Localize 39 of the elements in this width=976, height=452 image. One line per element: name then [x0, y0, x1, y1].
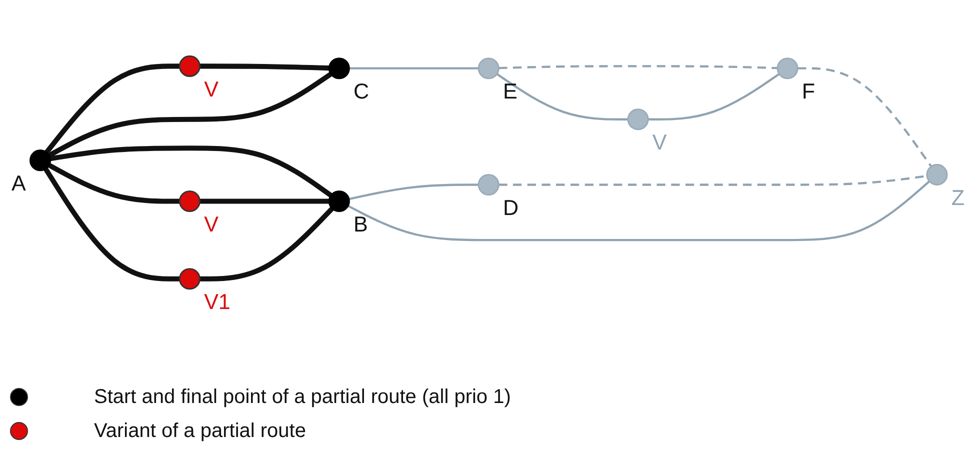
- route-point: [776, 58, 798, 80]
- point-label: A: [12, 170, 26, 196]
- route-line: [200, 206, 334, 282]
- route-line: [43, 168, 180, 282]
- route-point: [328, 190, 350, 212]
- route-point: [627, 108, 649, 130]
- point-label: B: [354, 211, 368, 236]
- point-label: D: [502, 194, 519, 220]
- route-point: [478, 174, 500, 196]
- point-label: V1: [204, 289, 230, 314]
- route-line: [200, 198, 330, 204]
- point-label: V: [652, 130, 667, 155]
- legend-text: Variant of a partial route: [94, 420, 306, 442]
- route-line: [48, 72, 332, 158]
- point-label: F: [802, 78, 816, 104]
- point-label: C: [354, 78, 370, 104]
- route-point: [478, 58, 500, 80]
- route-line: [48, 162, 180, 204]
- route-point: [328, 58, 350, 80]
- legend-text: Start and final point of a partial route (all prio 1): [94, 386, 511, 408]
- route-line: [496, 73, 628, 120]
- route-line: [50, 146, 332, 198]
- route-line: [498, 65, 778, 70]
- point-label: E: [502, 78, 518, 104]
- point-label: V: [204, 76, 218, 102]
- route-line: [44, 64, 180, 154]
- route-line: [348, 184, 479, 200]
- route-line: [200, 64, 330, 71]
- point-label: V: [204, 211, 218, 236]
- point-label: Z: [951, 184, 964, 210]
- route-point: [178, 190, 200, 212]
- route-point: [178, 268, 200, 290]
- route-line: [349, 67, 479, 70]
- route-point: [926, 164, 948, 186]
- route-line: [648, 73, 780, 120]
- route-point: [178, 55, 200, 77]
- route-line: [348, 180, 930, 242]
- route-point: [29, 150, 52, 172]
- route-line: [798, 67, 932, 168]
